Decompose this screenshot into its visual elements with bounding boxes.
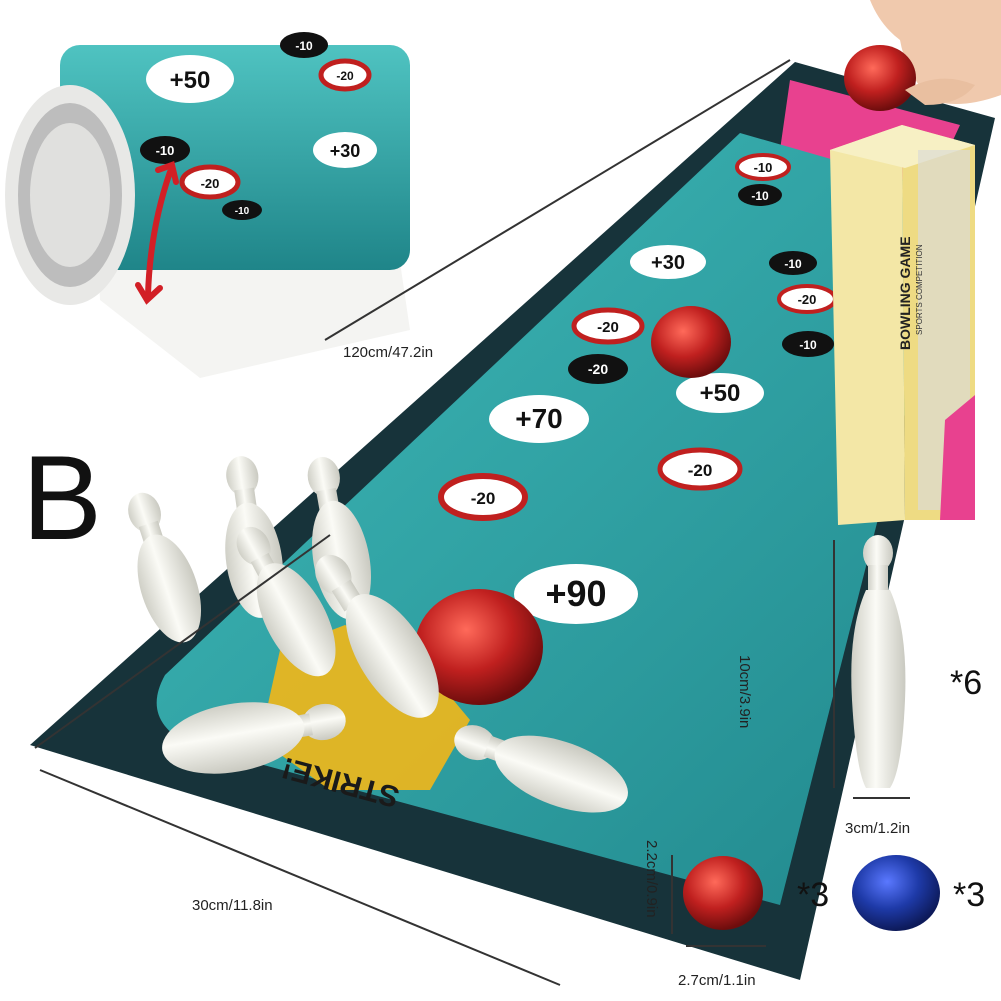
score-badge: -20 <box>657 447 743 491</box>
svg-text:+70: +70 <box>515 403 563 434</box>
svg-text:-10: -10 <box>156 143 175 158</box>
score-badge: +30 <box>630 245 706 279</box>
pins-quantity: *6 <box>950 664 983 702</box>
hand-with-ball <box>844 0 1001 111</box>
score-badge: -10 <box>769 251 817 275</box>
width-measure-line <box>39 769 561 986</box>
blue-ball-sample <box>852 855 940 931</box>
box-title: BOWLING GAME <box>897 236 913 350</box>
svg-text:+30: +30 <box>651 252 685 274</box>
score-badge: +90 <box>514 564 638 624</box>
pin <box>315 554 439 718</box>
svg-text:-20: -20 <box>471 489 496 508</box>
svg-text:-10: -10 <box>235 206 250 217</box>
svg-text:-20: -20 <box>588 361 608 377</box>
svg-text:+90: +90 <box>545 573 606 614</box>
svg-text:+50: +50 <box>170 67 211 94</box>
lane-badges: -10 -10 +30 -10 -20 -20 -10 -20 <box>438 153 837 624</box>
svg-text:+50: +50 <box>700 380 741 407</box>
pin-width-label: 3cm/1.2in <box>845 820 911 837</box>
svg-text:-20: -20 <box>798 292 817 307</box>
game-box: BOWLING GAME SPORTS COMPETITION <box>830 125 975 525</box>
ball-on-lane-front <box>415 589 543 705</box>
score-badge: +70 <box>489 395 589 443</box>
ball-on-lane-top <box>651 306 731 378</box>
mat-length-label: 120cm/47.2in <box>343 344 434 361</box>
svg-text:+30: +30 <box>330 141 361 161</box>
svg-text:-10: -10 <box>295 39 313 53</box>
rolled-mat: +50 -10 -20 +30 -10 -20 -10 <box>5 32 410 378</box>
pin-height-label: 10cm/3.9in <box>736 655 753 729</box>
svg-text:-20: -20 <box>688 461 713 480</box>
length-measure-line-lower <box>34 534 331 749</box>
svg-text:-20: -20 <box>597 319 619 336</box>
length-measure-line <box>324 59 791 341</box>
roll-badges: +50 -10 -20 +30 -10 -20 -10 <box>140 32 377 220</box>
ball-height-label: 2.2cm/0.9in <box>643 840 660 918</box>
svg-text:-20: -20 <box>336 69 354 83</box>
pin <box>128 492 202 643</box>
mat-width-label: 30cm/11.8in <box>192 897 273 914</box>
score-badge: -20 <box>777 284 837 314</box>
svg-text:-10: -10 <box>784 257 802 271</box>
thickness-arrow <box>135 161 179 305</box>
ball-width-label: 2.7cm/1.1in <box>678 972 756 989</box>
pin <box>162 702 346 774</box>
score-badge: -10 <box>735 153 791 181</box>
score-badge: -20 <box>438 473 528 521</box>
red-balls-quantity: *3 <box>797 876 830 914</box>
pins-cluster <box>128 456 628 813</box>
score-badge: -20 <box>571 307 645 345</box>
pin <box>236 526 336 677</box>
blue-balls-quantity: *3 <box>953 876 986 914</box>
score-badge: -10 <box>782 331 834 357</box>
box-subtitle: SPORTS COMPETITION <box>915 244 924 335</box>
variant-letter: B <box>22 431 103 565</box>
svg-text:-20: -20 <box>201 176 220 191</box>
pin <box>454 725 628 813</box>
single-pin <box>851 535 906 788</box>
score-badge: -20 <box>568 354 628 384</box>
svg-text:-10: -10 <box>751 189 769 203</box>
svg-text:-10: -10 <box>754 160 773 175</box>
svg-text:-10: -10 <box>799 338 817 352</box>
score-badge: +50 <box>676 373 764 413</box>
score-badge: -10 <box>738 184 782 206</box>
red-ball-sample <box>683 856 763 930</box>
